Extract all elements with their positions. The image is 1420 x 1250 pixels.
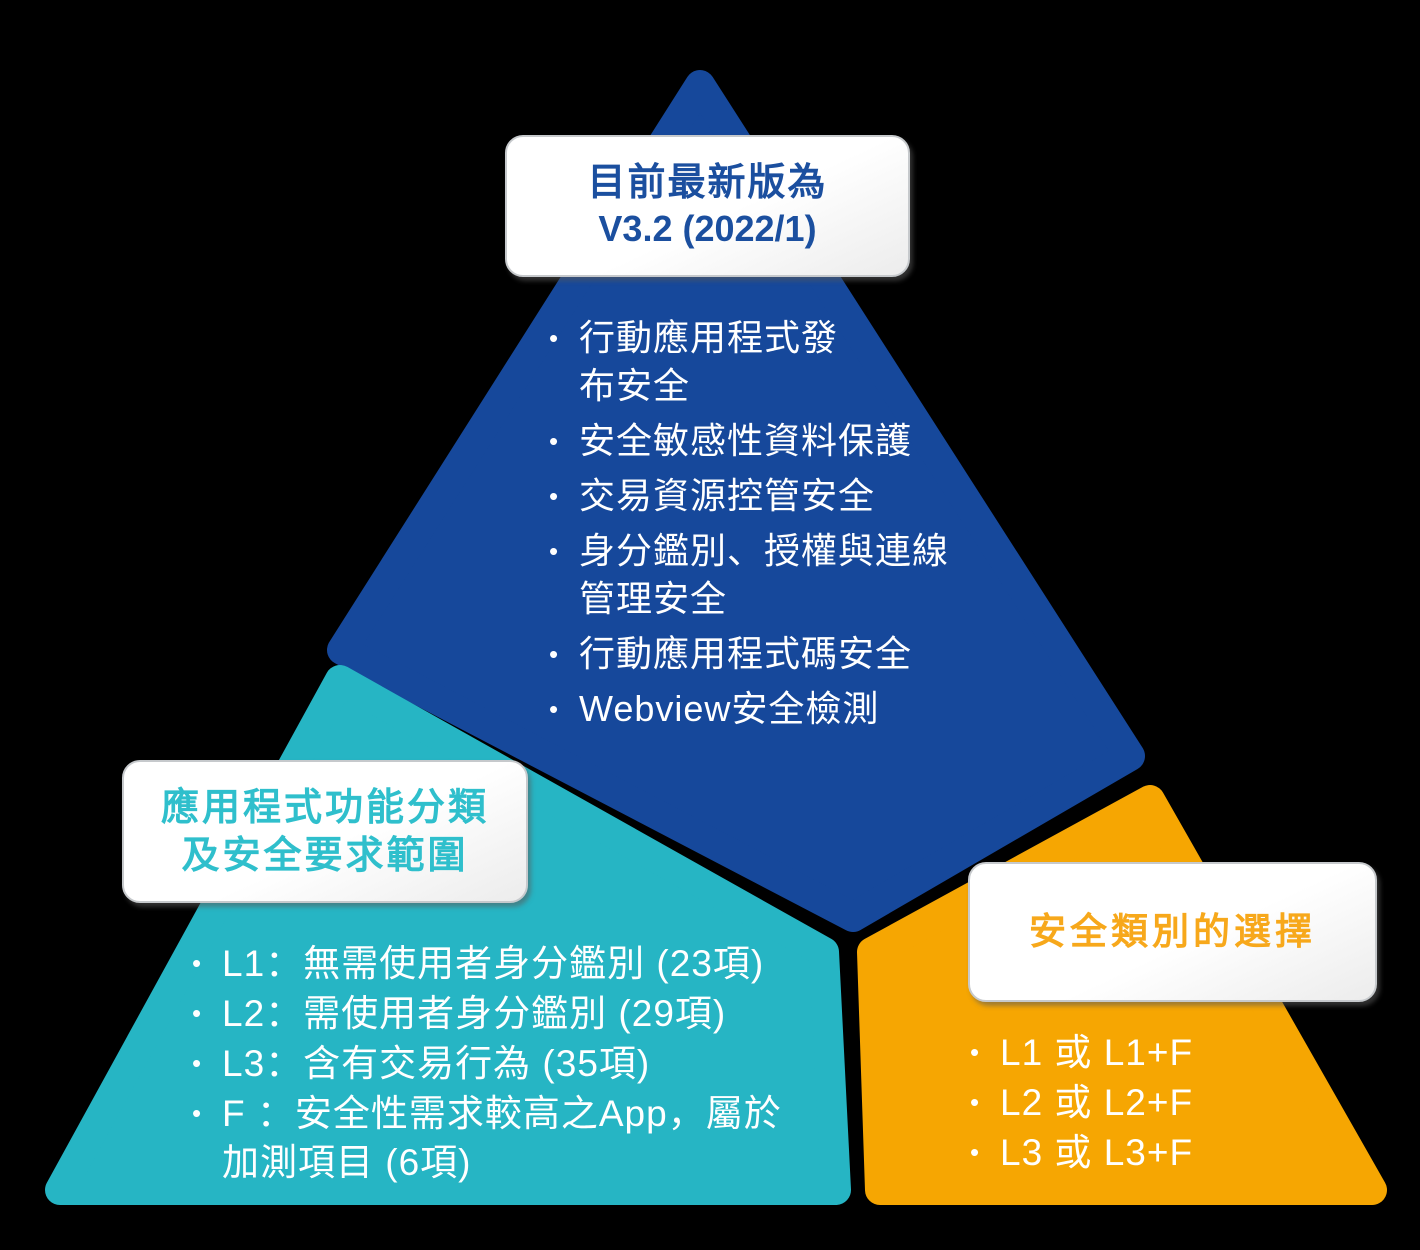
list-item: • L3 或 L3+F [970, 1128, 1390, 1177]
bullet-icon: • [549, 536, 559, 566]
right-label-box: 安全類別的選擇 [968, 862, 1377, 1002]
bullet-text: 安全敏感性資料保護 [579, 420, 913, 461]
bullet-text: 交易資源控管安全 [579, 475, 876, 516]
bullet-text: L1 或 L1+F [1000, 1032, 1194, 1073]
bullet-icon: • [549, 694, 559, 724]
bullet-text: L3：含有交易行為 (35項) [222, 1043, 651, 1084]
bullet-text: L2 或 L2+F [1000, 1082, 1194, 1123]
list-item: • 身分鑑別、授權與連線管理安全 [549, 527, 969, 623]
bullet-text: L1：無需使用者身分鑑別 (23項) [222, 943, 765, 984]
bullet-text: F ：安全性需求較高之App，屬於加測項目 (6項) [222, 1093, 782, 1183]
bullet-icon: • [970, 1087, 980, 1117]
list-item: • L1：無需使用者身分鑑別 (23項) [192, 939, 872, 988]
list-item: • F ：安全性需求較高之App，屬於加測項目 (6項) [192, 1089, 872, 1187]
bullet-text: 行動應用程式發布安全 [579, 317, 839, 406]
list-item: • 安全敏感性資料保護 [549, 417, 969, 465]
bullet-icon: • [549, 323, 559, 353]
bullet-text: L3 或 L3+F [1000, 1132, 1194, 1173]
bullet-icon: • [192, 1098, 202, 1128]
top-triangle-shape [327, 70, 1145, 932]
bullet-icon: • [192, 998, 202, 1028]
list-item: • 交易資源控管安全 [549, 472, 969, 520]
top-label-box: 目前最新版為 V3.2 (2022/1) [505, 135, 910, 277]
right-bullet-list: • L1 或 L1+F • L2 或 L2+F • L3 或 L3+F [970, 1028, 1390, 1178]
bullet-text: L2：需使用者身分鑑別 (29項) [222, 993, 727, 1034]
bullet-text: 身分鑑別、授權與連線管理安全 [579, 530, 950, 619]
top-label-version: V3.2 (2022/1) [598, 208, 817, 249]
top-label-line1: 目前最新版為 [587, 162, 828, 204]
bullet-text: Webview安全檢測 [579, 688, 880, 729]
bullet-icon: • [970, 1037, 980, 1067]
bullet-icon: • [549, 426, 559, 456]
bullet-icon: • [549, 639, 559, 669]
right-label-title: 安全類別的選擇 [1029, 911, 1316, 952]
bullet-text: 行動應用程式碼安全 [579, 633, 913, 674]
list-item: • L3：含有交易行為 (35項) [192, 1039, 872, 1088]
left-label-box: 應用程式功能分類 及安全要求範圍 [122, 760, 528, 903]
top-bullet-list: • 行動應用程式發布安全 • 安全敏感性資料保護 • 交易資源控管安全 • 身分… [549, 314, 969, 740]
left-label-line2: 及安全要求範圍 [181, 834, 469, 877]
bullet-icon: • [192, 1048, 202, 1078]
list-item: • L1 或 L1+F [970, 1028, 1390, 1077]
list-item: • L2：需使用者身分鑑別 (29項) [192, 989, 872, 1038]
list-item: • Webview安全檢測 [549, 685, 969, 733]
bullet-icon: • [970, 1137, 980, 1167]
bullet-icon: • [192, 948, 202, 978]
left-label-line1: 應用程式功能分類 [160, 786, 489, 829]
left-bullet-list: • L1：無需使用者身分鑑別 (23項) • L2：需使用者身分鑑別 (29項)… [192, 939, 872, 1188]
list-item: • 行動應用程式發布安全 [549, 314, 969, 410]
list-item: • 行動應用程式碼安全 [549, 630, 969, 678]
list-item: • L2 或 L2+F [970, 1078, 1390, 1127]
left-triangle-shape [45, 665, 851, 1205]
bullet-icon: • [549, 481, 559, 511]
